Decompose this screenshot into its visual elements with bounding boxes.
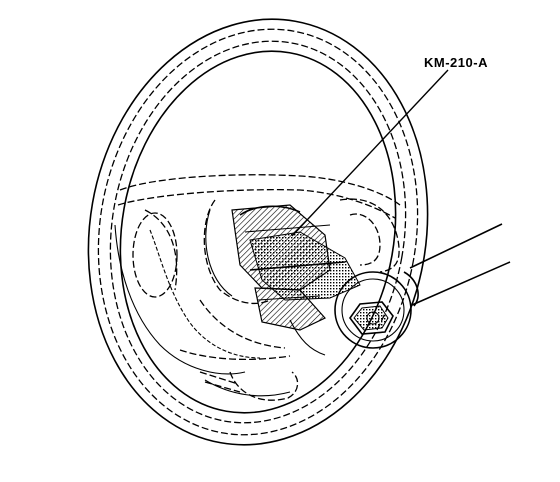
wheel-hub — [114, 174, 401, 401]
wrench-tool — [334, 223, 511, 349]
airbag-module — [231, 204, 361, 331]
callout-leader-line — [291, 69, 449, 237]
callout-label: KM-210-A — [424, 55, 488, 70]
